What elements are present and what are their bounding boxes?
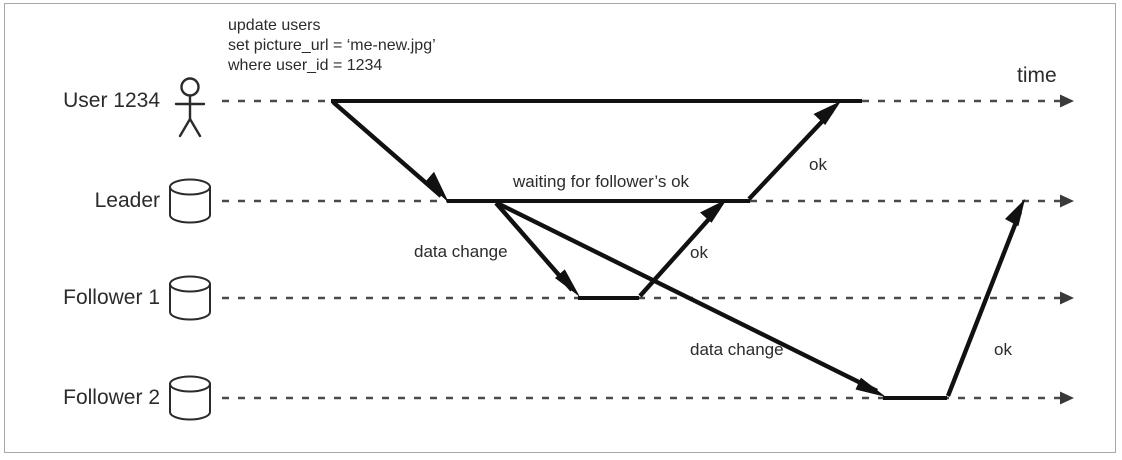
participant-label-user: User 1234 bbox=[63, 89, 160, 112]
participant-label-leader: Leader bbox=[94, 189, 160, 212]
message-arrow-leader-to-user bbox=[747, 101, 841, 201]
message-label-ok-leader-to-user: ok bbox=[809, 155, 827, 174]
participant-label-follower2: Follower 2 bbox=[63, 386, 160, 409]
participant-label-follower1: Follower 1 bbox=[63, 286, 160, 309]
lifeline-arrowhead-leader bbox=[1060, 194, 1074, 208]
message-arrow-follower2-to-leader bbox=[945, 199, 1025, 397]
message-label-ok-follower1-to-leader: ok bbox=[690, 243, 708, 262]
lifeline-arrowhead-user bbox=[1060, 94, 1074, 108]
lifeline-arrowhead-follower2 bbox=[1060, 391, 1074, 405]
lifeline-arrowhead-follower1 bbox=[1060, 291, 1074, 305]
message-label-ok-follower2-to-leader: ok bbox=[994, 340, 1012, 359]
stick-figure-actor-icon bbox=[174, 77, 206, 138]
message-label-waiting-for-follower-ok: waiting for follower’s ok bbox=[513, 172, 690, 191]
message-arrow-leader-to-follower2 bbox=[496, 201, 886, 397]
message-label-data-change-follower2: data change bbox=[690, 340, 784, 359]
lifeline-follower1 bbox=[222, 291, 1074, 305]
database-cylinder-icon-follower1 bbox=[169, 275, 211, 321]
message-arrow-user-to-leader bbox=[331, 100, 449, 203]
sql-query-line-1: update users bbox=[228, 17, 321, 34]
database-cylinder-icon-leader bbox=[169, 178, 211, 224]
time-axis-label: time bbox=[1017, 64, 1057, 87]
message-arrow-follower1-to-leader bbox=[638, 199, 727, 298]
sql-query-line-3: where user_id = 1234 bbox=[228, 57, 383, 74]
message-label-data-change-follower1: data change bbox=[414, 242, 508, 261]
database-cylinder-icon-follower2 bbox=[169, 375, 211, 421]
lifeline-follower2 bbox=[222, 391, 1074, 405]
message-arrow-leader-to-follower1 bbox=[494, 201, 580, 297]
sql-query-line-2: set picture_url = ‘me-new.jpg’ bbox=[228, 37, 436, 54]
